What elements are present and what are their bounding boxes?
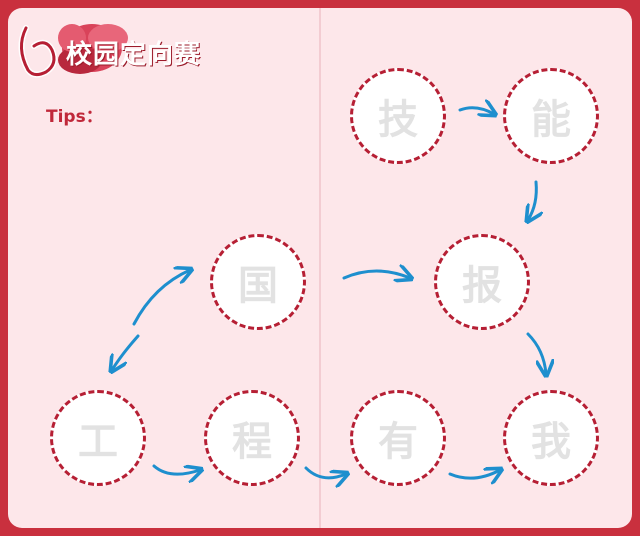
checkpoint-char: 有 bbox=[378, 419, 418, 465]
checkpoint-ji[interactable]: 技 bbox=[350, 68, 446, 164]
checkpoint-you[interactable]: 有 bbox=[350, 390, 446, 486]
brand-mark-icon bbox=[18, 24, 128, 78]
checkpoint-gong[interactable]: 工 bbox=[50, 390, 146, 486]
checkpoint-char: 工 bbox=[78, 419, 118, 465]
checkpoint-char: 能 bbox=[531, 97, 571, 143]
tips-label: Tips： bbox=[46, 107, 103, 127]
checkpoint-char: 我 bbox=[531, 419, 571, 465]
checkpoint-bao[interactable]: 报 bbox=[434, 234, 530, 330]
checkpoint-char: 程 bbox=[232, 419, 272, 465]
checkpoint-char: 技 bbox=[378, 97, 418, 143]
checkpoint-cheng[interactable]: 程 bbox=[204, 390, 300, 486]
page-title: 校园定向赛 bbox=[66, 40, 202, 70]
checkpoint-char: 报 bbox=[462, 263, 502, 309]
checkpoint-neng[interactable]: 能 bbox=[503, 68, 599, 164]
checkpoint-char: 国 bbox=[238, 263, 278, 309]
header: 校园定向赛 bbox=[8, 8, 268, 88]
checkpoint-guo[interactable]: 国 bbox=[210, 234, 306, 330]
checkpoint-wo[interactable]: 我 bbox=[503, 390, 599, 486]
page-spine bbox=[319, 8, 321, 528]
